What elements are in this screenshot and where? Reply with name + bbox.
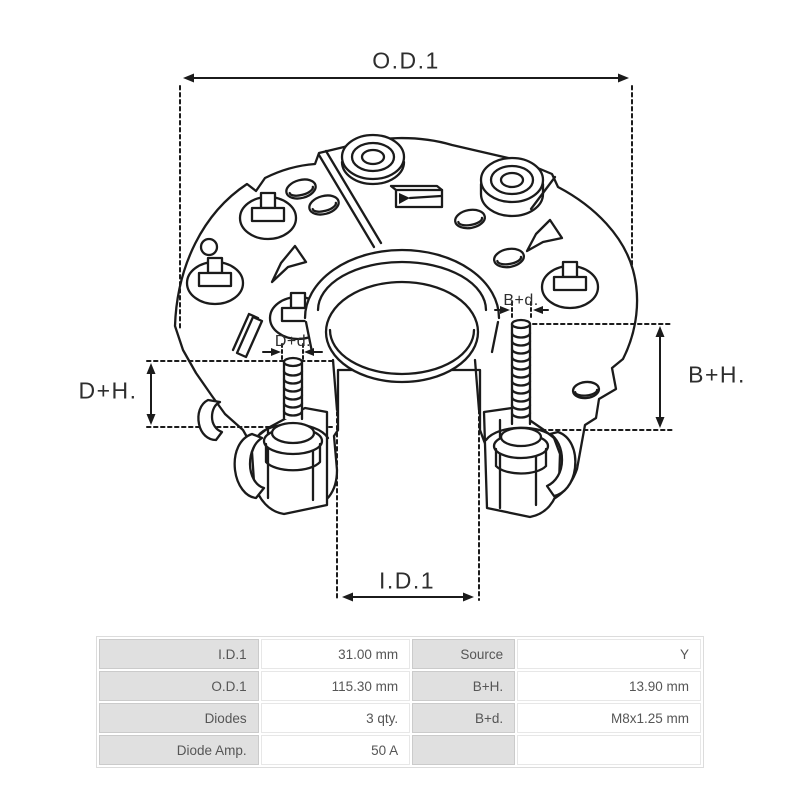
- spec-value: Y: [517, 639, 701, 669]
- spec-value: 3 qty.: [260, 703, 411, 733]
- spec-value: 115.30 mm: [260, 671, 411, 701]
- spec-value: [517, 735, 701, 765]
- spec-label: B+d.: [412, 703, 516, 733]
- dimension-lines: [146, 73, 665, 602]
- stamped-arrow-right: [525, 218, 564, 253]
- dim-label-bd: B+d.: [503, 292, 539, 309]
- spec-value: 13.90 mm: [517, 671, 701, 701]
- spec-table: I.D.1 31.00 mm Source Y O.D.1 115.30 mm …: [96, 636, 704, 768]
- spec-label: [412, 735, 516, 765]
- spec-label: Source: [412, 639, 516, 669]
- spec-label: B+H.: [412, 671, 516, 701]
- spec-label: Diodes: [99, 703, 259, 733]
- dim-label-dh: D+H.: [78, 377, 138, 404]
- diode-4: [540, 260, 600, 310]
- stud-d-plus: [262, 356, 324, 472]
- stud-b-plus: [492, 318, 550, 475]
- diode-1: [238, 191, 298, 241]
- spec-label: O.D.1: [99, 671, 259, 701]
- construction-lines: [146, 85, 673, 601]
- spec-label: I.D.1: [99, 639, 259, 669]
- dim-label-od1: O.D.1: [372, 47, 440, 74]
- plate-oval-holes: [199, 178, 601, 400]
- rectifier-technical-drawing: [146, 73, 673, 602]
- table-row: Diodes 3 qty. B+d. M8x1.25 mm: [99, 703, 701, 733]
- dd-dimension: [262, 343, 323, 361]
- mounting-boss-left: [340, 133, 406, 186]
- spec-value: 50 A: [260, 735, 411, 765]
- mounting-boss-right: [479, 156, 545, 218]
- dim-label-id1: I.D.1: [378, 567, 436, 594]
- id1-dimension: [342, 592, 474, 602]
- stamped-arrow-left: [270, 244, 308, 284]
- dim-label-dd: D+d.: [274, 333, 312, 350]
- table-row: O.D.1 115.30 mm B+H. 13.90 mm: [99, 671, 701, 701]
- od1-dimension: [183, 73, 629, 83]
- spec-value: M8x1.25 mm: [517, 703, 701, 733]
- table-row: Diode Amp. 50 A: [99, 735, 701, 765]
- diode-2: [185, 256, 245, 306]
- spec-value: 31.00 mm: [260, 639, 411, 669]
- spec-label: Diode Amp.: [99, 735, 259, 765]
- plate-slots: [231, 184, 444, 359]
- center-bore: [303, 248, 501, 412]
- dim-label-bh: B+H.: [688, 361, 746, 388]
- bh-dimension: [655, 326, 665, 428]
- dh-dimension: [146, 363, 156, 425]
- table-row: I.D.1 31.00 mm Source Y: [99, 639, 701, 669]
- bd-dimension: [494, 301, 549, 319]
